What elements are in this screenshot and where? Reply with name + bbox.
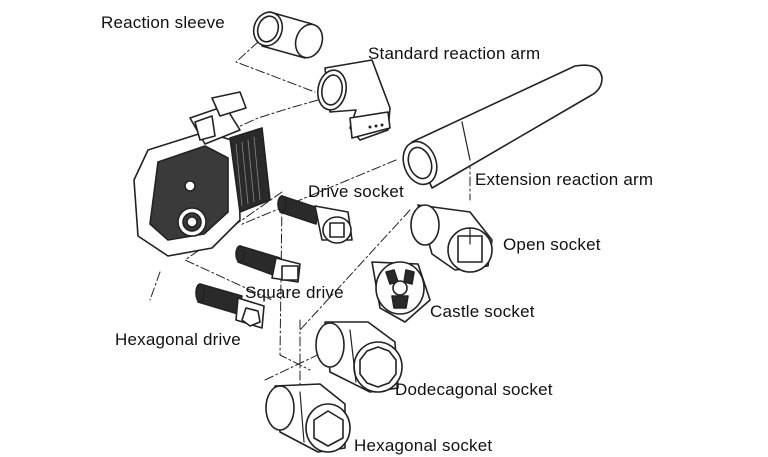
drive-socket-icon <box>277 195 353 244</box>
label-square-drive: Square drive <box>245 283 344 302</box>
open-socket-icon <box>410 204 493 273</box>
label-hexagonal-drive: Hexagonal drive <box>115 330 241 349</box>
label-extension-reaction-arm: Extension reaction arm <box>475 170 654 189</box>
hexagonal-drive-icon <box>195 283 265 329</box>
label-dodecagonal-socket: Dodecagonal socket <box>395 380 553 399</box>
reaction-sleeve-icon <box>252 11 324 59</box>
square-drive-icon <box>235 245 301 283</box>
label-drive-socket: Drive socket <box>308 182 404 201</box>
castle-socket-icon <box>371 261 431 323</box>
label-standard-reaction-arm: Standard reaction arm <box>368 44 541 63</box>
label-open-socket: Open socket <box>503 235 601 254</box>
label-reaction-sleeve: Reaction sleeve <box>101 13 225 32</box>
label-castle-socket: Castle socket <box>430 302 535 321</box>
extension-reaction-arm-icon <box>402 64 603 189</box>
standard-reaction-arm-icon <box>316 59 391 141</box>
hexagonal-socket-icon <box>265 383 351 453</box>
label-hexagonal-socket: Hexagonal socket <box>354 436 493 455</box>
torque-wrench-icon <box>133 91 271 257</box>
dodecagonal-socket-icon <box>315 321 403 393</box>
